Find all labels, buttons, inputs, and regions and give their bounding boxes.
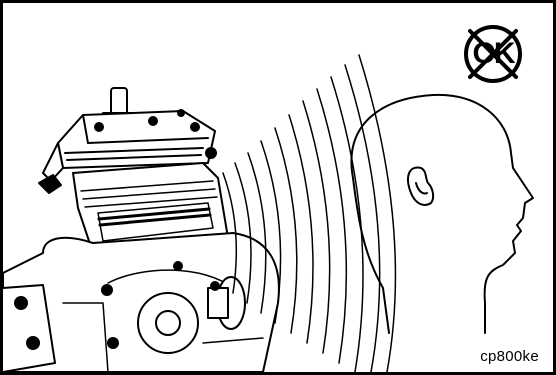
prohibited-ok-icon: OK: [462, 23, 524, 85]
compressor-illustration: [3, 88, 279, 372]
figure-reference-code: cp800ke: [480, 348, 539, 365]
